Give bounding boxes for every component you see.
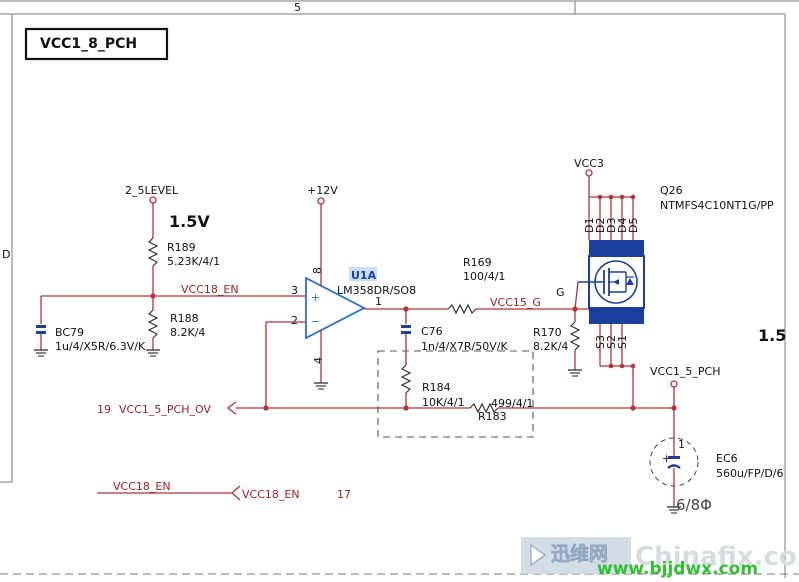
net-vcc18-en: VCC18_EN	[181, 283, 239, 296]
net-vcc18-en-bottom: VCC18_EN	[113, 480, 171, 493]
watermark-url: www.bjjdwx.com	[597, 559, 758, 578]
r189-value: 5.23K/4/1	[167, 255, 220, 268]
r184-resistor	[400, 364, 412, 394]
q26-pin-d3: D3	[605, 218, 618, 233]
ground-symbol	[146, 349, 160, 357]
cap-note: 6/8Φ	[676, 496, 712, 514]
bc79-capacitor: BC79 1u/4/X5R/6.3V/K	[34, 296, 146, 357]
r184-value: 10K/4/1	[422, 396, 465, 409]
r184-ref: R184	[422, 381, 451, 394]
u1a-ref: U1A	[351, 269, 377, 282]
u1a-pin1: 1	[375, 295, 382, 308]
ground-symbol	[568, 369, 582, 377]
r170-value: 8.2K/4	[533, 340, 568, 353]
watermark: 迅维网 Chinafix.com www.bjjdwx.com	[521, 537, 799, 579]
r183-value: 499/4/1	[491, 397, 533, 410]
c76-ref: C76	[421, 325, 443, 338]
r169-ref: R169	[463, 256, 492, 269]
r183-ref: R183	[478, 410, 507, 423]
c76-value: 1n/4/X7R/50V/K	[421, 340, 508, 353]
r189-resistor	[147, 237, 159, 267]
net-vcc15-g: VCC15_G	[490, 296, 541, 309]
c76-capacitor: C76 1n/4/X7R/50V/K	[401, 309, 508, 365]
net-vcc18-en-ref: 17	[337, 488, 351, 501]
q26-pin-s2: S2	[605, 335, 618, 349]
r188-ref: R188	[170, 312, 199, 325]
r188-value: 8.2K/4	[170, 326, 205, 339]
net-ov-ref: 19	[97, 403, 111, 416]
r170-resistor	[569, 321, 581, 351]
power-vcc3-label: VCC3	[574, 157, 604, 170]
power-2v5-label: 2_5LEVEL	[125, 184, 179, 197]
mosfet-q26: VCC3 D1 D2 D3 D4 D5	[574, 157, 774, 408]
q26-pin-d1: D1	[583, 218, 596, 233]
net-vcc1-5-pch-ov: VCC1_5_PCH_OV	[119, 403, 211, 416]
power-vcc1-5-pch-label: VCC1_5_PCH	[650, 365, 720, 378]
q26-pin-d5: D5	[627, 218, 640, 233]
bc79-value: 1u/4/X5R/6.3V/K	[55, 340, 146, 353]
edge-1v5-annotation: 1.5	[758, 326, 786, 345]
r169-value: 100/4/1	[463, 270, 505, 283]
vcc1-5-pch-terminal	[670, 380, 678, 388]
r183-resistor	[469, 402, 499, 414]
q26-pin-s3: S3	[594, 335, 607, 349]
offpage-arrow	[226, 401, 237, 415]
plus12v-terminal	[317, 197, 325, 205]
title-box-text: VCC1_8_PCH	[40, 36, 137, 52]
r169-resistor	[447, 303, 477, 315]
power-12v-label: +12V	[307, 184, 338, 197]
q26-pin-d2: D2	[594, 218, 607, 233]
q26-pin-d4: D4	[616, 218, 629, 233]
ground-symbol	[314, 382, 328, 390]
q26-ref: Q26	[660, 184, 683, 197]
ec6-value: 560u/FP/D/6	[716, 467, 784, 480]
u1a-value: LM358DR/SO8	[337, 284, 416, 297]
u1a-pin3: 3	[291, 284, 298, 297]
q26-pin-s1: S1	[616, 335, 629, 349]
watermark-site: Chinafix.com	[635, 542, 799, 572]
q26-value: NTMFS4C10NT1G/PP	[660, 199, 774, 212]
junction-dot	[630, 405, 636, 411]
r170-ref: R170	[533, 326, 562, 339]
bc79-ref: BC79	[55, 326, 84, 339]
net-vcc18-en-offpage: VCC18_EN	[242, 488, 300, 501]
optional-region	[377, 350, 534, 438]
r189-ref: R189	[167, 241, 196, 254]
divider-network: 2_5LEVEL R189 5.23K/4/1 R188 8.2K/4	[125, 184, 220, 357]
u1a-pin8: 8	[311, 267, 324, 274]
ec6-ref: EC6	[716, 452, 738, 465]
zone-column-label: 5	[294, 1, 301, 14]
title-box: VCC1_8_PCH	[24, 27, 169, 61]
gate-pin-label: G	[556, 286, 565, 299]
zone-row-label: D	[2, 248, 10, 261]
ec6-capacitor: 1 + EC6 560u/FP/D/6 6/8Φ	[649, 437, 784, 514]
opamp-plus-sign: +	[311, 291, 320, 304]
ec6-plus: +	[662, 452, 671, 465]
ec6-pin: 1	[678, 438, 685, 451]
offpage-arrow	[231, 485, 241, 501]
u1a-pin4: 4	[312, 357, 325, 364]
r188-resistor	[147, 309, 159, 339]
opamp-minus-sign: −	[311, 315, 320, 328]
level-1v5-annotation: 1.5V	[169, 212, 210, 231]
watermark-brand: 迅维网	[551, 542, 608, 565]
opamp-u1a: + − U1A LM358DR/SO8 3 2 1 8 4	[291, 267, 416, 364]
u1a-pin2: 2	[291, 314, 298, 327]
